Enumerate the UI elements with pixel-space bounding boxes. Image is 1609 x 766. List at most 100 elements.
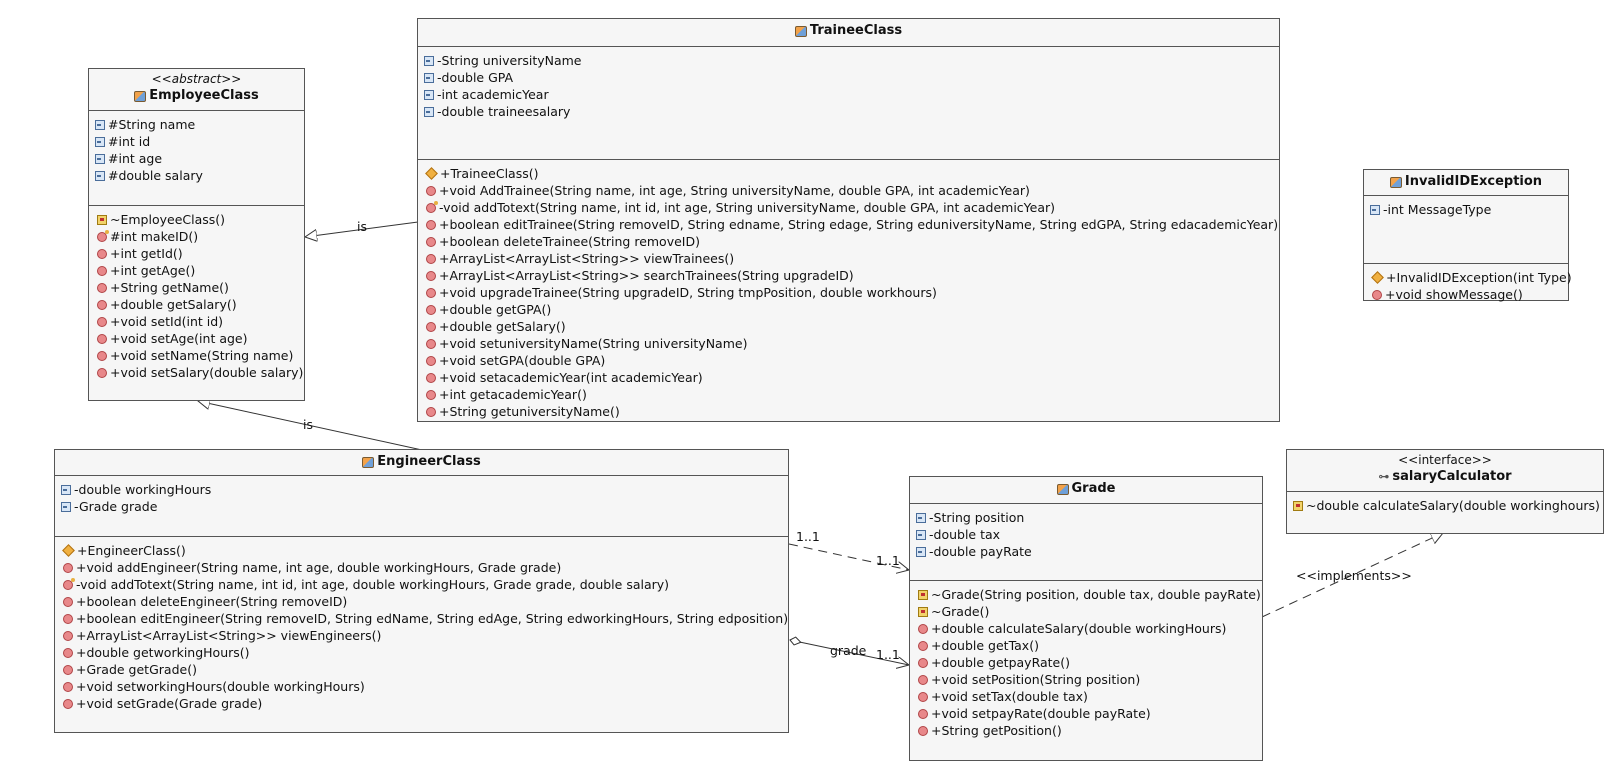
operation-row[interactable]: +String getPosition() (918, 722, 1262, 739)
operation-row[interactable]: ~double calculateSalary(double workingho… (1293, 497, 1603, 514)
operation-row[interactable]: +TraineeClass() (425, 165, 1279, 182)
method-icon (97, 299, 107, 310)
attribute-row[interactable]: -double tax (916, 526, 1262, 543)
operation-text: +void AddTrainee(String name, int age, S… (439, 183, 1030, 198)
operation-row[interactable]: +int getAge() (97, 262, 304, 279)
operation-row[interactable]: +double getGPA() (426, 301, 1279, 318)
operation-text: +ArrayList<ArrayList<String>> viewEngine… (76, 628, 382, 643)
operation-row[interactable]: +void setPosition(String position) (918, 671, 1262, 688)
operation-text: +boolean deleteEngineer(String removeID) (76, 594, 348, 609)
operation-row[interactable]: +void setpayRate(double payRate) (918, 705, 1262, 722)
operation-row[interactable]: +void setacademicYear(int academicYear) (426, 369, 1279, 386)
attribute-text: #String name (108, 117, 196, 132)
operation-row[interactable]: ~Grade() (918, 603, 1262, 620)
trainee-class-box[interactable]: TraineeClass -String universityName-doub… (417, 18, 1280, 422)
operation-row[interactable]: +double getTax() (918, 637, 1262, 654)
operation-row[interactable]: +Grade getGrade() (63, 661, 788, 678)
operation-text: +double getGPA() (439, 302, 552, 317)
class-icon (794, 25, 807, 37)
operation-row[interactable]: +InvalidIDException(int Type) (1371, 269, 1572, 286)
operation-row[interactable]: ~EmployeeClass() (97, 211, 304, 228)
operation-row[interactable]: -void addTotext(String name, int id, int… (426, 199, 1279, 216)
attribute-row[interactable]: -double GPA (424, 69, 1279, 86)
operation-row[interactable]: +boolean editTrainee(String removeID, St… (426, 216, 1279, 233)
attribute-row[interactable]: #double salary (95, 167, 304, 184)
operation-row[interactable]: +void setId(int id) (97, 313, 304, 330)
engineer-class-box[interactable]: EngineerClass -double workingHours-Grade… (54, 449, 789, 733)
class-name: Grade (1071, 481, 1116, 496)
operation-row[interactable]: +void addEngineer(String name, int age, … (63, 559, 788, 576)
operation-row[interactable]: +void setGrade(Grade grade) (63, 695, 788, 712)
attribute-row[interactable]: -Grade grade (61, 498, 788, 515)
operation-text: +void upgradeTrainee(String upgradeID, S… (439, 285, 937, 300)
method-icon (63, 596, 73, 607)
operation-text: +void setSalary(double salary) (110, 365, 304, 380)
operation-text: +void setpayRate(double payRate) (931, 706, 1151, 721)
attribute-row[interactable]: #String name (95, 116, 304, 133)
attribute-text: -Grade grade (74, 499, 158, 514)
attribute-row[interactable]: -double workingHours (61, 481, 788, 498)
grade-class-box[interactable]: Grade -String position-double tax-double… (909, 476, 1263, 761)
field-icon (95, 136, 105, 147)
operation-text: +void addEngineer(String name, int age, … (76, 560, 562, 575)
operation-text: +ArrayList<ArrayList<String>> viewTraine… (439, 251, 735, 266)
method-icon (63, 562, 73, 573)
field-icon (95, 170, 105, 181)
attribute-text: -double payRate (929, 544, 1032, 559)
field-icon (424, 72, 434, 83)
constructor-icon (62, 544, 75, 557)
operation-row[interactable]: +void setSalary(double salary) (97, 364, 304, 381)
method-icon (426, 304, 436, 315)
operation-row[interactable]: -void addTotext(String name, int id, int… (63, 576, 788, 593)
operation-row[interactable]: +void AddTrainee(String name, int age, S… (426, 182, 1279, 199)
operation-row[interactable]: ~Grade(String position, double tax, doub… (918, 586, 1262, 603)
employee-class-box[interactable]: <<abstract>> EmployeeClass #String name#… (88, 68, 305, 401)
attribute-row[interactable]: #int id (95, 133, 304, 150)
method-icon (426, 253, 436, 264)
operation-row[interactable]: +boolean deleteEngineer(String removeID) (63, 593, 788, 610)
attribute-row[interactable]: -String position (916, 509, 1262, 526)
method-icon (63, 613, 73, 624)
operation-row[interactable]: +double getworkingHours() (63, 644, 788, 661)
attribute-row[interactable]: #int age (95, 150, 304, 167)
field-icon (424, 106, 434, 117)
operation-row[interactable]: +void setworkingHours(double workingHour… (63, 678, 788, 695)
salary-calculator-interface-box[interactable]: <<interface>> ⊶salaryCalculator ~double … (1286, 449, 1604, 534)
invalid-id-exception-class-box[interactable]: InvalidIDException -int MessageType +Inv… (1363, 169, 1572, 303)
operation-row[interactable]: +ArrayList<ArrayList<String>> viewEngine… (63, 627, 788, 644)
constructor-icon (425, 167, 438, 180)
operation-row[interactable]: +int getId() (97, 245, 304, 262)
attribute-row[interactable]: -int MessageType (1370, 201, 1568, 218)
operation-row[interactable]: #int makeID() (97, 228, 304, 245)
method-icon (63, 681, 73, 692)
attribute-row[interactable]: -double payRate (916, 543, 1262, 560)
operation-row[interactable]: +EngineerClass() (62, 542, 788, 559)
operation-row[interactable]: +void showMessage() (1372, 286, 1568, 303)
method-icon (918, 691, 928, 702)
class-icon (1389, 176, 1402, 188)
method-icon (426, 219, 436, 230)
operation-row[interactable]: +ArrayList<ArrayList<String>> searchTrai… (426, 267, 1279, 284)
operation-row[interactable]: +void setTax(double tax) (918, 688, 1262, 705)
operation-row[interactable]: +void setAge(int age) (97, 330, 304, 347)
operation-row[interactable]: +void setName(String name) (97, 347, 304, 364)
attribute-row[interactable]: -String universityName (424, 52, 1279, 69)
attribute-row[interactable]: -int academicYear (424, 86, 1279, 103)
operation-row[interactable]: +String getName() (97, 279, 304, 296)
operation-row[interactable]: +boolean editEngineer(String removeID, S… (63, 610, 788, 627)
operation-row[interactable]: +String getuniversityName() (426, 403, 1279, 420)
operation-row[interactable]: +int getacademicYear() (426, 386, 1279, 403)
operation-text: +void setTax(double tax) (931, 689, 1088, 704)
operation-row[interactable]: +double calculateSalary(double workingHo… (918, 620, 1262, 637)
operation-row[interactable]: +double getSalary() (426, 318, 1279, 335)
operation-row[interactable]: +void upgradeTrainee(String upgradeID, S… (426, 284, 1279, 301)
operation-row[interactable]: +void setGPA(double GPA) (426, 352, 1279, 369)
operation-row[interactable]: +boolean deleteTrainee(String removeID) (426, 233, 1279, 250)
operation-row[interactable]: +double getSalary() (97, 296, 304, 313)
operation-row[interactable]: +double getpayRate() (918, 654, 1262, 671)
operation-row[interactable]: +ArrayList<ArrayList<String>> viewTraine… (426, 250, 1279, 267)
operation-row[interactable]: +void setuniversityName(String universit… (426, 335, 1279, 352)
attribute-row[interactable]: -double traineesalary (424, 103, 1279, 120)
field-icon (916, 512, 926, 523)
method-icon (426, 185, 436, 196)
